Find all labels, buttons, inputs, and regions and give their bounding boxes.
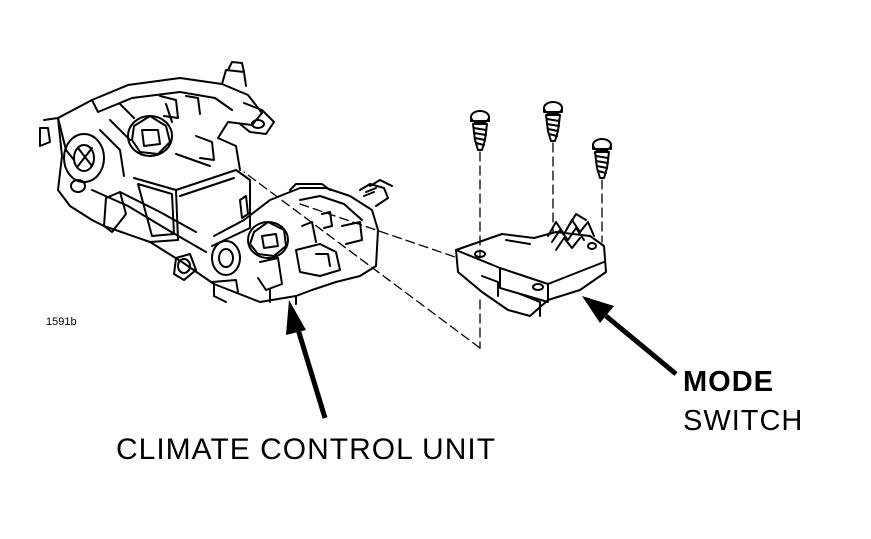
mode-switch-label-line1: MODE: [683, 366, 774, 398]
mode-switch-arrow: [582, 296, 678, 376]
climate-control-unit-label: CLIMATE CONTROL UNIT: [116, 433, 497, 466]
climate-control-unit-arrow: [286, 300, 328, 419]
mounting-screw-1: [470, 110, 490, 151]
mounting-screw-3: [592, 138, 612, 179]
alignment-lines: [243, 142, 603, 349]
mounting-screw-2: [543, 101, 563, 142]
climate-control-unit: [39, 61, 393, 305]
mode-switch: [455, 213, 607, 317]
mode-switch-label-line2: SWITCH: [683, 405, 804, 437]
figure-id: 1591b: [46, 316, 77, 328]
